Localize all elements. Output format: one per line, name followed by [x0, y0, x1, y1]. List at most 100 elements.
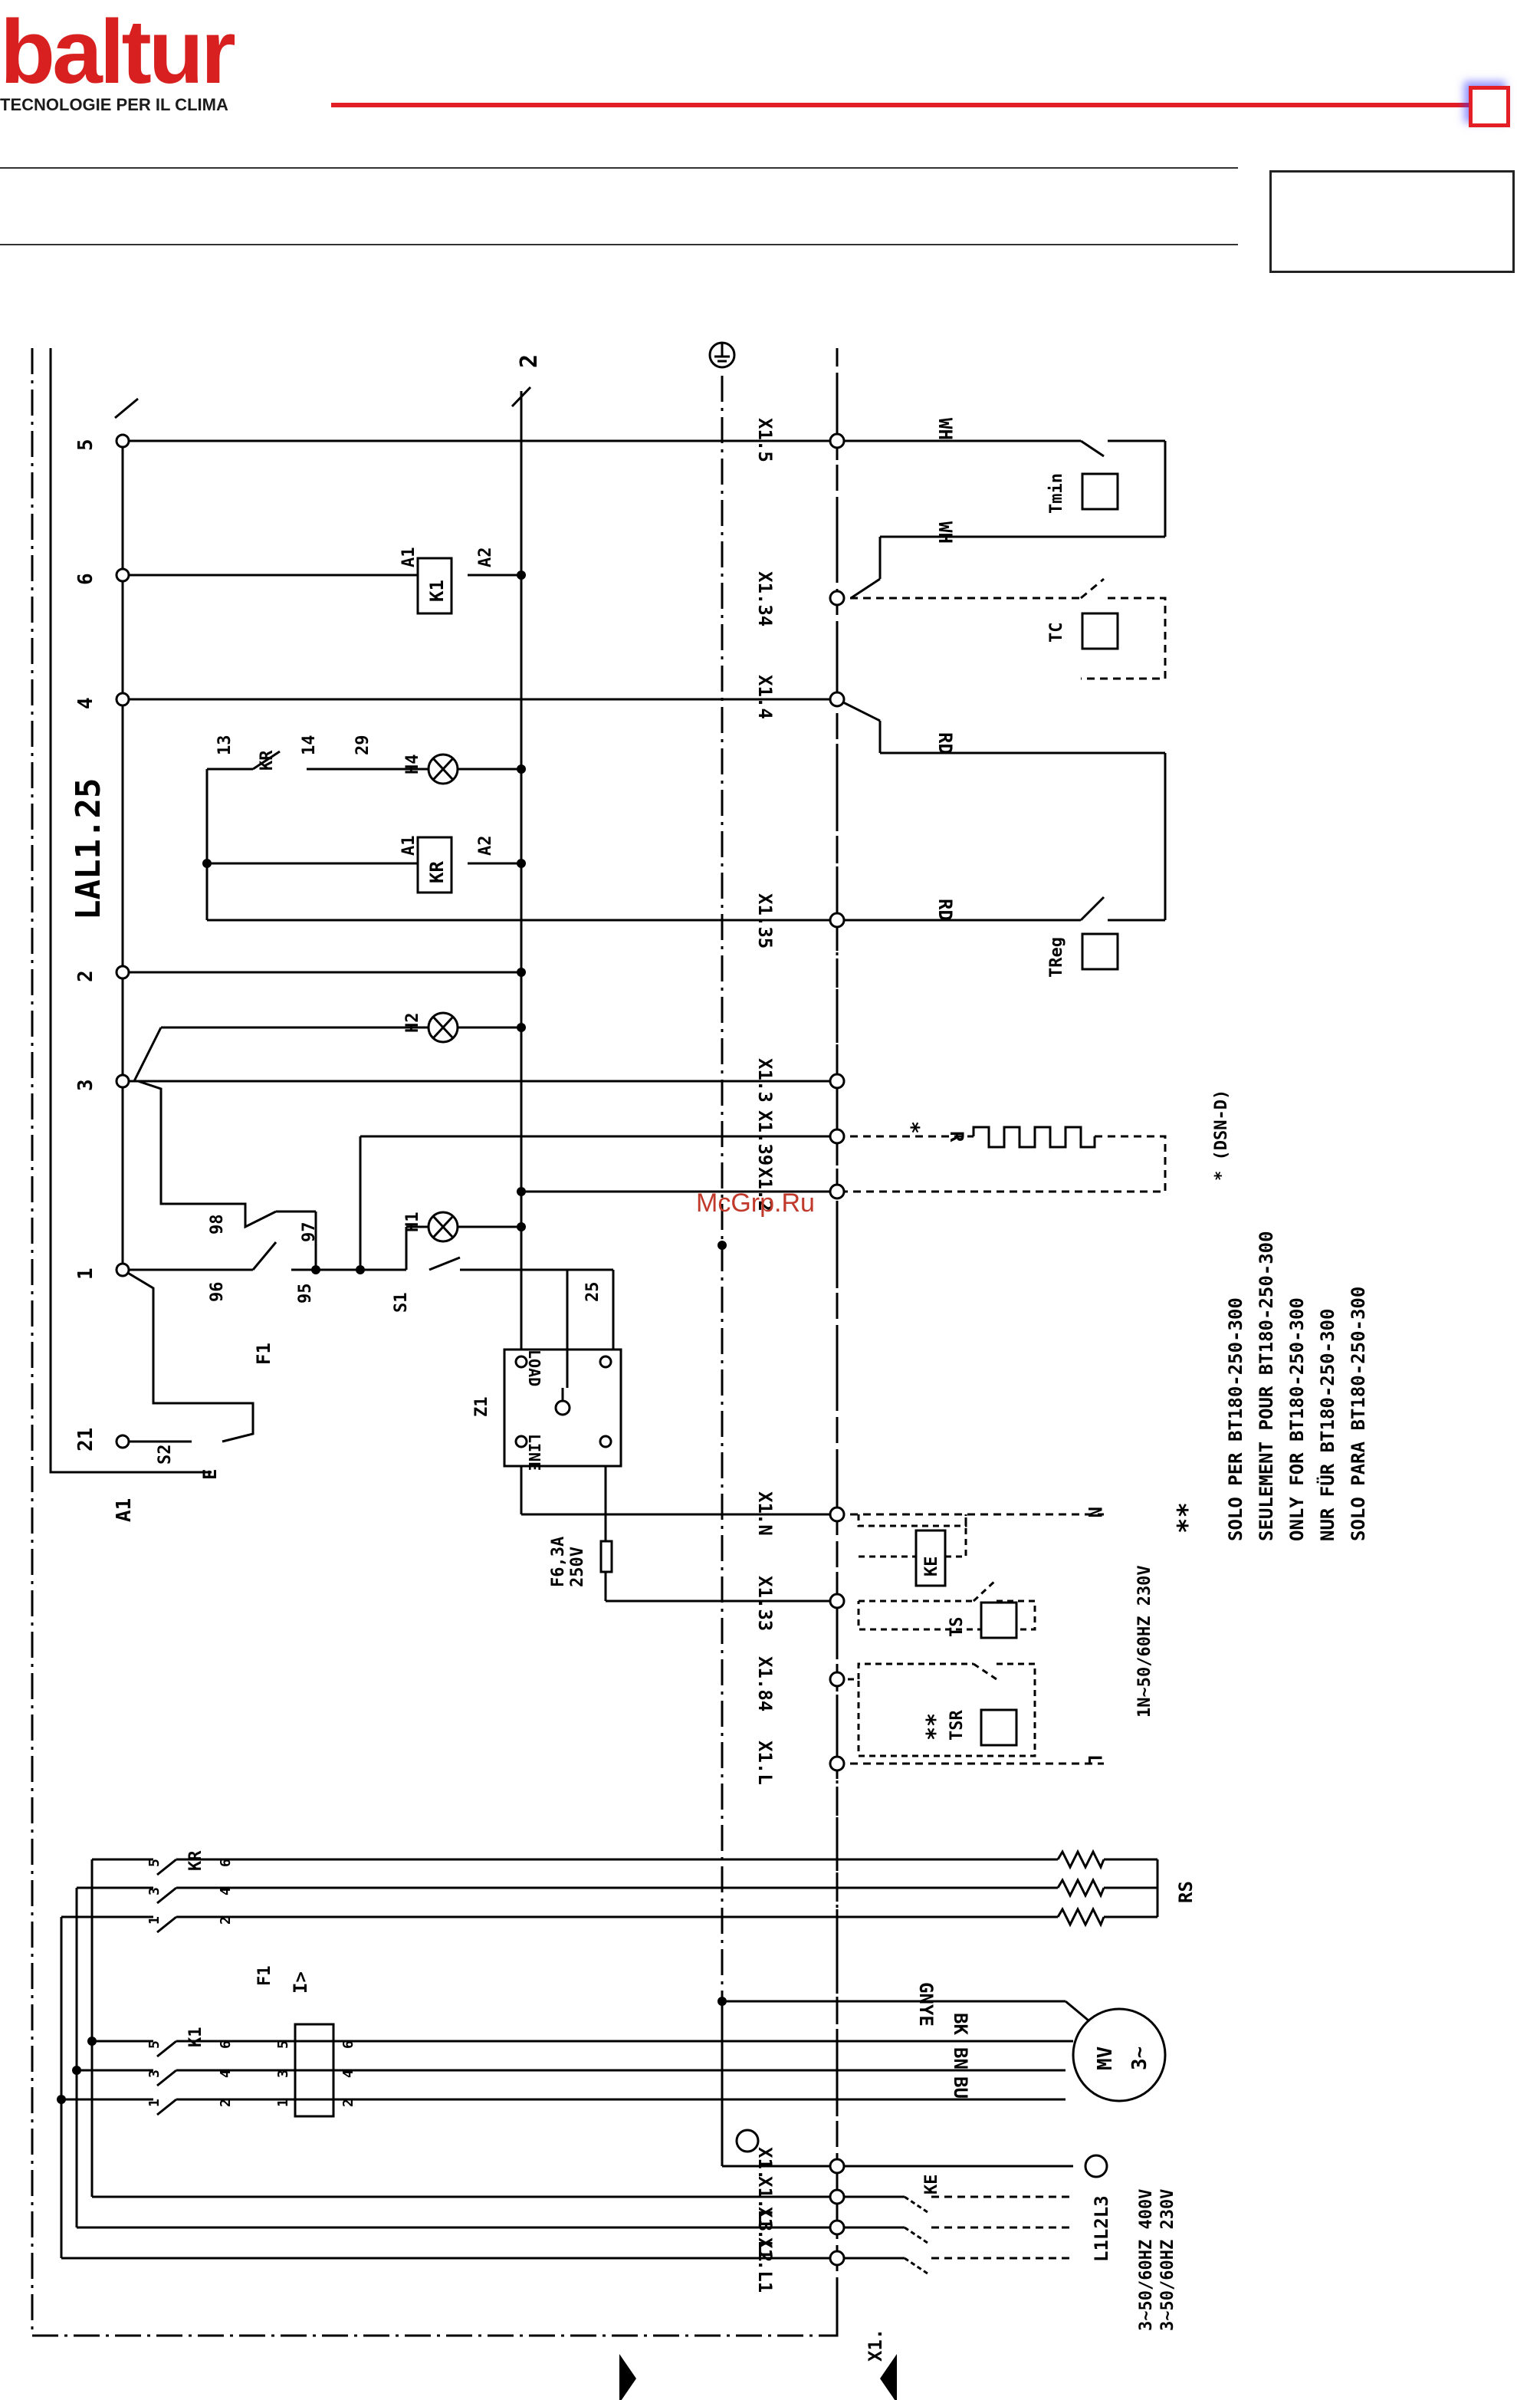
x1-terminal-39: X1.39 — [754, 1110, 776, 1165]
z1-load: LOAD — [525, 1350, 543, 1386]
title-line-top — [0, 167, 1238, 169]
brand-tagline: TECNOLOGIE PER IL CLIMA — [0, 95, 228, 114]
x1-terminal-33: X1.33 — [754, 1576, 776, 1631]
f1-pin-3: 3 — [275, 2070, 291, 2078]
lal-label: LAL1.25 — [69, 778, 108, 920]
f1-pin-5: 5 — [275, 2040, 291, 2049]
brand-logo: baltur TECNOLOGIE PER IL CLIMA — [0, 2, 291, 115]
h2-label: H2 — [403, 1013, 422, 1034]
arrow-right-icon[interactable] — [619, 2354, 636, 2400]
heater-label: RS — [1175, 1881, 1197, 1903]
x1-terminal-l: X1.L — [754, 1741, 776, 1785]
z1-label: Z1 — [472, 1397, 491, 1418]
note-fr: SEULEMENT POUR BT180-250-300 — [1256, 1231, 1277, 1541]
notes-stars: ** — [1172, 1502, 1203, 1534]
wire-wh-1: WH — [934, 418, 956, 440]
kr-a2: A2 — [476, 836, 495, 856]
supply-three-230: 3~50/60HZ 230V — [1158, 2189, 1177, 2331]
x1-power-l3: X1.L3 — [754, 2176, 776, 2231]
wire-l: L — [1084, 1754, 1105, 1765]
terminal-2: 2 — [74, 970, 97, 982]
wire-gnye: GNYE — [915, 1982, 937, 2027]
brand-name: baltur — [0, 2, 236, 103]
kr-contact-29: 29 — [353, 735, 373, 756]
fuse-rating: F6,3A — [549, 1537, 568, 1587]
terminal-5: 5 — [74, 439, 97, 451]
x1-terminal-34: X1.34 — [754, 571, 776, 626]
supply-three-400: 3~50/60HZ 400V — [1137, 2189, 1156, 2331]
a1-label: A1 — [113, 1498, 136, 1522]
dsn-note: * (DSN-D) — [1212, 1090, 1231, 1181]
supply-lines: L1L2L3 — [1091, 2195, 1112, 2262]
x1-power-l2: X1.L2 — [754, 2207, 776, 2262]
contactor-k1-label: K1 — [186, 2027, 205, 2048]
f1-pin-6: 6 — [340, 2040, 356, 2049]
note-es: SOLO PARA BT180-250-300 — [1348, 1287, 1369, 1541]
wire-rd-1: RD — [934, 732, 956, 755]
kr-label: KR — [426, 861, 448, 883]
wire-wh-2: WH — [934, 521, 956, 544]
treg-label: TReg — [1047, 937, 1066, 978]
kr-pin-3: 3 — [146, 1887, 163, 1895]
resistor-label: R — [946, 1131, 967, 1142]
tmin-label: Tmin — [1047, 473, 1066, 514]
e-label: E — [199, 1469, 221, 1480]
bus-2-label: 2 — [516, 354, 543, 368]
x1-power-l1: X1.L1 — [754, 2237, 776, 2293]
fuse-voltage: 250V — [568, 1547, 587, 1587]
f1-pin-2: 2 — [340, 2099, 356, 2107]
supply-single: 1N~50/60HZ 230V — [1135, 1565, 1154, 1718]
x1-terminal-4: X1.4 — [754, 675, 776, 719]
x1-terminal-n: X1.N — [754, 1491, 776, 1536]
header-marker — [1469, 86, 1510, 127]
kr-pin-5: 5 — [146, 1859, 163, 1867]
header-rule — [331, 103, 1473, 107]
contactor-kr-label: KR — [186, 1850, 205, 1871]
tsr-label: TSR — [947, 1710, 967, 1741]
h4-label: H4 — [403, 755, 422, 775]
f1-pin-1: 1 — [275, 2099, 291, 2107]
x1-terminal-5: X1.5 — [754, 418, 776, 462]
terminal-3: 3 — [74, 1079, 97, 1091]
x1-terminal-84: X1.84 — [754, 1656, 776, 1711]
x1-terminal-35: X1.35 — [754, 893, 776, 948]
kr-contact-14: 14 — [300, 735, 319, 756]
f1-pin-96: 96 — [208, 1282, 227, 1303]
pin-25: 25 — [583, 1282, 603, 1303]
wire-bu: BU — [950, 2076, 971, 2099]
k1-pin-3: 3 — [146, 2070, 163, 2078]
terminal-21: 21 — [74, 1428, 97, 1452]
k1-a1: A1 — [399, 547, 419, 568]
arrow-left-icon[interactable] — [880, 2354, 897, 2400]
title-line-bottom — [0, 244, 1238, 245]
terminal-4: 4 — [74, 697, 97, 709]
note-en: ONLY FOR BT180-250-300 — [1286, 1297, 1308, 1541]
ke-label: KE — [922, 1557, 941, 1577]
s1-label: S1 — [392, 1293, 411, 1313]
f1-overload-symbol: I> — [290, 1971, 311, 1994]
kr-a1: A1 — [399, 836, 419, 856]
k1-pin-6: 6 — [218, 2040, 234, 2049]
s2-label: S2 — [156, 1445, 175, 1465]
kr-pin-4: 4 — [218, 1887, 234, 1895]
k1-a2: A2 — [476, 547, 495, 568]
ts-label: TS — [947, 1617, 967, 1638]
kr-contact-kr: KR — [258, 750, 277, 771]
wire-bn: BN — [950, 2047, 971, 2070]
wire-bk: BK — [950, 2013, 971, 2035]
terminal-6: 6 — [74, 573, 97, 585]
k1-pin-4: 4 — [218, 2070, 234, 2078]
x1-power-pe: X1. — [754, 2147, 776, 2180]
note-de: NUR FÜR BT180-250-300 — [1315, 1309, 1338, 1541]
ke-supply-label: KE — [922, 2175, 941, 2195]
f1-label: F1 — [253, 1343, 274, 1365]
f1-pin-98: 98 — [208, 1215, 227, 1235]
motor-phase: 3~ — [1128, 2047, 1151, 2070]
h1-label: H1 — [403, 1212, 422, 1233]
f1-pin-4: 4 — [340, 2070, 356, 2078]
x1-strip-label: X1. — [865, 2329, 886, 2362]
k1-pin-1: 1 — [146, 2099, 163, 2107]
x1-terminal-3: X1.3 — [754, 1058, 776, 1103]
page-number-box — [1269, 170, 1515, 273]
